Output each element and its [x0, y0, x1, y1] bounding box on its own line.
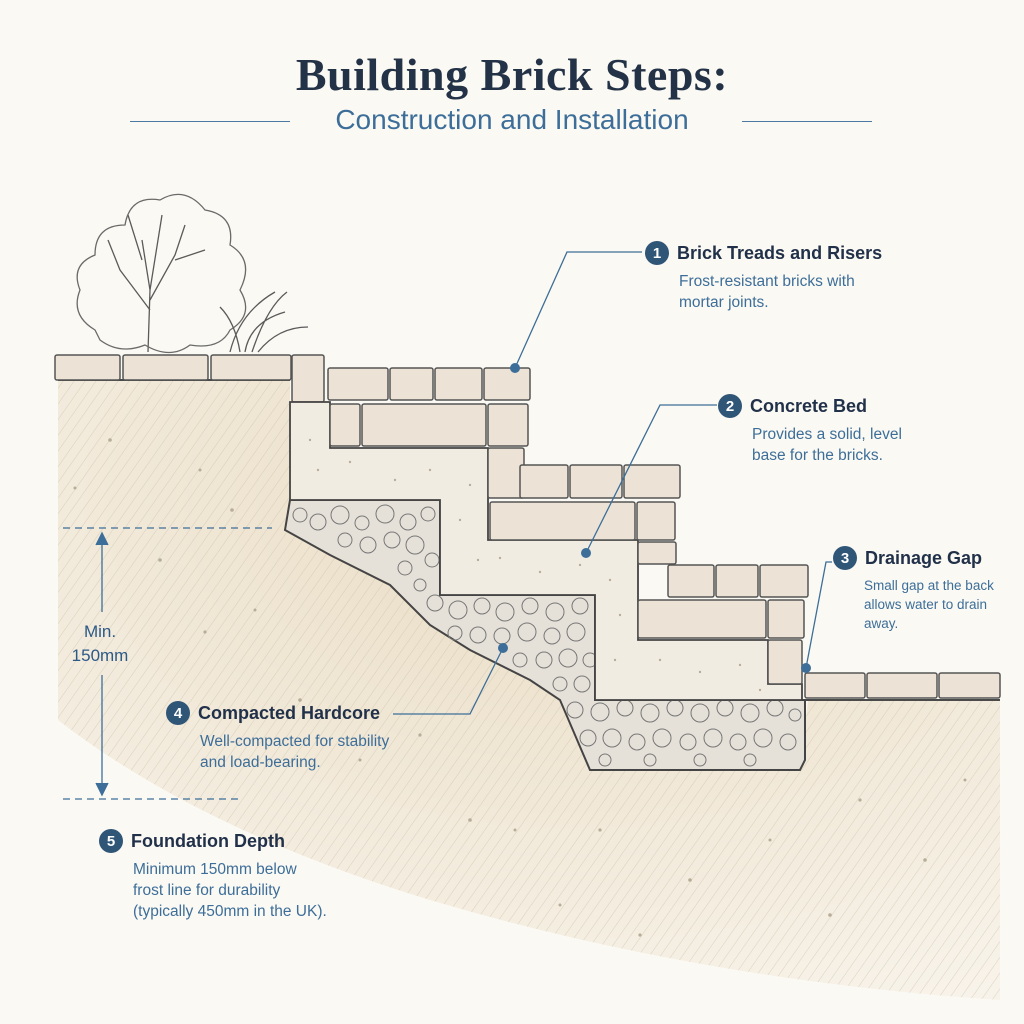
annotation-label: Drainage Gap: [865, 547, 983, 568]
leader-endpoints: [498, 363, 811, 673]
title-rule-right: [742, 121, 872, 122]
title-rule-left: [130, 121, 290, 122]
shrub-illustration: [76, 193, 309, 354]
annotation-label: Concrete Bed: [750, 395, 868, 416]
annotation-compacted-hardcore: 4 Compacted Hardcore Well-compacted for …: [166, 701, 389, 773]
depth-label: Min. 150mm: [71, 622, 129, 665]
number-badge: 2: [718, 394, 742, 418]
annotation-brick-treads: 1 Brick Treads and Risers Frost-resistan…: [645, 241, 882, 313]
annotation-description: Minimum 150mm below frost line for durab…: [133, 861, 327, 920]
page-subtitle: Construction and Installation: [335, 104, 689, 135]
annotation-foundation-depth: 5 Foundation Depth Minimum 150mm below f…: [99, 829, 327, 922]
number-badge: 3: [833, 546, 857, 570]
depth-marker: [63, 527, 272, 800]
annotation-description: Small gap at the back allows water to dr…: [864, 578, 994, 631]
annotation-concrete-bed: 2 Concrete Bed Provides a solid, level b…: [718, 394, 902, 466]
annotation-label: Foundation Depth: [131, 830, 285, 851]
annotation-drainage-gap: 3 Drainage Gap Small gap at the back all…: [833, 546, 994, 633]
number-badge: 4: [166, 701, 190, 725]
page-title: Building Brick Steps:: [295, 49, 729, 100]
leader-lines: [393, 251, 832, 715]
step-bricks: [327, 367, 809, 685]
lower-paving: [804, 672, 1001, 699]
annotation-description: Provides a solid, level base for the bri…: [752, 426, 902, 464]
number-badge: 1: [645, 241, 669, 265]
upper-paving: [54, 354, 325, 403]
annotation-description: Well-compacted for stability and load-be…: [200, 733, 390, 771]
annotation-label: Compacted Hardcore: [198, 702, 381, 723]
annotation-label: Brick Treads and Risers: [677, 242, 883, 263]
annotation-description: Frost-resistant bricks with mortar joint…: [679, 273, 855, 311]
number-badge: 5: [99, 829, 123, 853]
